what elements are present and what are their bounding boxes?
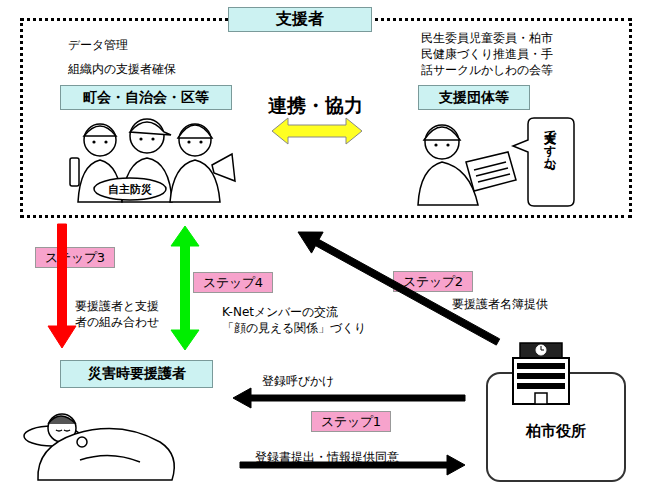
node-text: 災害時要援護者 <box>88 365 186 383</box>
window-row <box>517 373 565 379</box>
step-tag: ステップ4 <box>193 272 273 293</box>
person-head <box>84 124 116 156</box>
match-arrow <box>48 224 76 348</box>
note-text: データ管理 <box>68 37 168 53</box>
person-helmet <box>178 125 212 138</box>
volunteer-group-illustration <box>70 119 235 202</box>
exchange-arrow <box>171 226 199 350</box>
building-roof <box>520 343 562 358</box>
banner-ellipse <box>94 178 166 200</box>
window-row <box>517 363 565 369</box>
clipboard <box>466 152 516 191</box>
person-cap <box>84 126 116 136</box>
hand <box>77 437 87 447</box>
flashlight <box>70 158 79 186</box>
blanket <box>38 429 174 480</box>
note-text: 民生委員児童委員・柏市 民健康づくり推進員・手 話サークルかしわの会等 <box>421 30 571 78</box>
speech-bubble <box>513 118 574 206</box>
person-box: 災害時要援護者 <box>60 360 213 388</box>
speech-text: 大丈夫ですか? <box>543 122 557 171</box>
node-text: 町会・自治会・区等 <box>83 89 209 107</box>
node-text: ステップ1 <box>321 413 381 431</box>
city-hall-icon <box>513 343 569 404</box>
person-cap <box>130 122 171 135</box>
group-box: 町会・自治会・区等 <box>60 85 232 110</box>
banner-text: 自主防災 <box>94 182 166 198</box>
flow-arrow <box>233 388 465 408</box>
connector-label: 登録呼びかけ <box>262 373 372 389</box>
step-tag: ステップ3 <box>35 247 115 268</box>
step-tag: ステップ1 <box>311 411 391 432</box>
window-row <box>517 383 565 389</box>
person-head <box>179 124 211 156</box>
connector-label: 連携・協力 <box>268 94 378 116</box>
node-text: ステップ3 <box>45 249 105 267</box>
clock-hands <box>541 346 544 350</box>
blanket-fold <box>80 455 140 462</box>
cooperation-arrow <box>272 118 362 144</box>
connector-label: K-Netメンバーの交流 「顔の見える関係」づくり <box>222 304 374 336</box>
hair <box>48 416 76 424</box>
connector-label: 要援護者と支援 者の組み合わせ <box>75 298 167 330</box>
clipboard-lines <box>474 162 510 182</box>
node-text: 柏市役所 <box>526 422 586 441</box>
closed-eyes <box>56 430 70 431</box>
node-text: ステップ2 <box>403 273 463 291</box>
connector-label: 登録書提出・情報提供同意 <box>255 449 445 465</box>
connector-label: 要援護者名簿提供 <box>452 296 562 312</box>
building-door <box>535 393 547 404</box>
sick-person-illustration <box>24 414 174 480</box>
building-body <box>513 358 569 404</box>
region-heading: 支援者 <box>228 7 372 32</box>
megaphone <box>212 154 235 181</box>
helper-illustration <box>418 118 574 206</box>
note-text: 組織内の支援者確保 <box>68 61 208 77</box>
group-box: 支援団体等 <box>418 85 530 110</box>
helper-helmet <box>424 127 460 140</box>
node-text: 支援団体等 <box>439 89 509 107</box>
node-text: ステップ4 <box>203 274 263 292</box>
clock <box>536 345 546 355</box>
helper-head <box>425 125 459 159</box>
